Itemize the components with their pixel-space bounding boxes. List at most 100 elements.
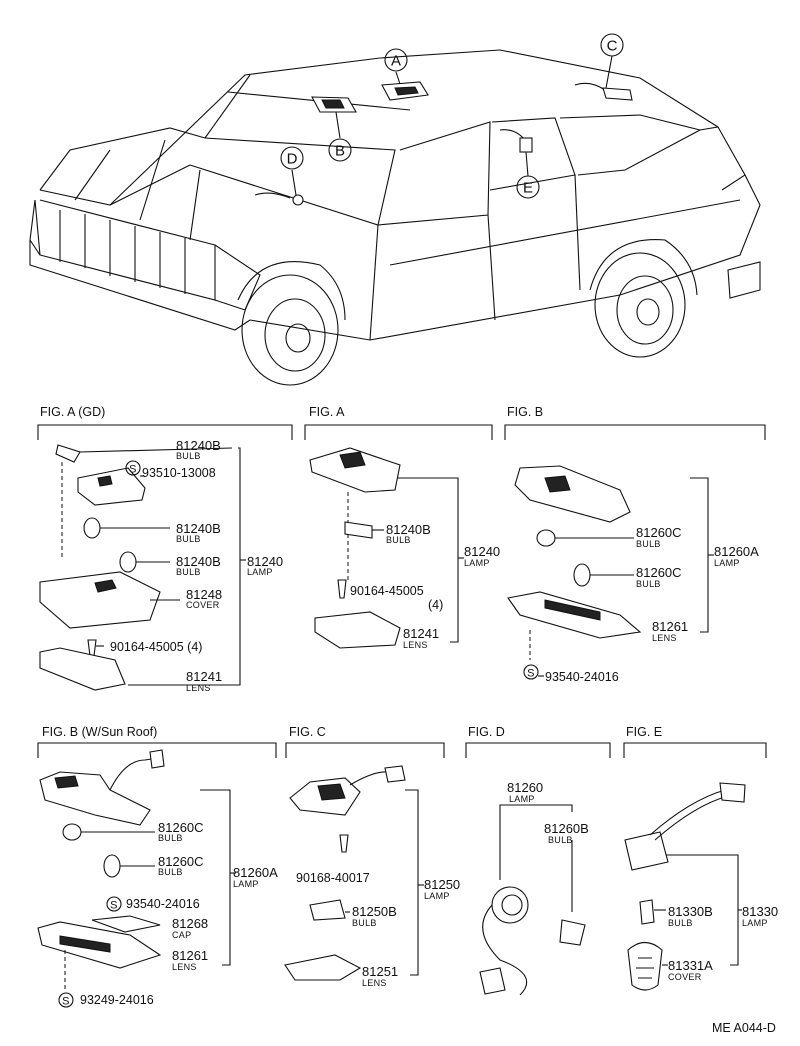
bulb-b-sr-1	[62, 823, 82, 841]
fig-e-part-1: 81330B	[668, 904, 713, 919]
svg-text:BULB: BULB	[176, 534, 201, 544]
svg-text:BULB: BULB	[158, 867, 183, 877]
callout-d: D	[280, 146, 304, 170]
svg-text:LAMP: LAMP	[742, 918, 768, 928]
fig-c-part-3: 81250B	[352, 904, 397, 919]
screw-a-gd	[87, 639, 97, 657]
fig-b-sr-part-3: 81260A	[233, 865, 278, 880]
fig-a-part-4: (4)	[428, 598, 443, 612]
svg-text:S: S	[527, 668, 535, 680]
fig-b-part-3: 81260C	[636, 565, 682, 580]
svg-text:A: A	[391, 53, 401, 70]
fig-d-title: FIG. D	[468, 725, 505, 739]
svg-text:C: C	[607, 38, 618, 55]
svg-text:E: E	[523, 180, 533, 197]
svg-text:BULB: BULB	[636, 539, 661, 549]
fig-b-part-2: 81260A	[714, 544, 759, 559]
lens-a-gd	[39, 647, 126, 691]
svg-text:LENS: LENS	[403, 640, 428, 650]
callout-a: A	[384, 48, 408, 72]
bulb-a-gd-2	[83, 517, 101, 539]
fig-a-gd-part-6: 81248	[186, 587, 222, 602]
svg-text:S: S	[62, 996, 70, 1008]
bulb-a	[344, 521, 373, 539]
svg-text:CAP: CAP	[172, 930, 191, 940]
fig-c-part-1: 90168-40017	[296, 871, 370, 885]
lens-c	[284, 954, 362, 981]
svg-text:COVER: COVER	[186, 600, 220, 610]
svg-text:LENS: LENS	[652, 633, 677, 643]
svg-text:B: B	[335, 143, 345, 160]
svg-text:LAMP: LAMP	[424, 891, 450, 901]
svg-text:BULB: BULB	[548, 835, 573, 845]
svg-text:BULB: BULB	[176, 567, 201, 577]
bulb-a-gd-3	[119, 551, 137, 573]
fig-c: FIG. C 90168-40017 81250 LAMP 81250B BUL…	[284, 725, 460, 988]
fig-b-sr-part-5: 81268	[172, 916, 208, 931]
fig-b-sr-part-2: 81260C	[158, 854, 204, 869]
svg-text:BULB: BULB	[352, 918, 377, 928]
fig-a-part-2: 81240	[464, 544, 500, 559]
socket-a-gd	[77, 467, 146, 506]
fig-a-gd-part-7: 90164-45005 (4)	[110, 640, 202, 654]
svg-text:BULB: BULB	[668, 918, 693, 928]
svg-text:COVER: COVER	[668, 972, 702, 982]
svg-text:BULB: BULB	[636, 579, 661, 589]
fig-a-gd-part-1: 81240B	[176, 438, 221, 453]
svg-text:BULB: BULB	[386, 535, 411, 545]
bulb-b-1	[536, 529, 556, 547]
bulb-e	[639, 899, 655, 925]
callout-e: E	[516, 175, 540, 199]
fig-a-title: FIG. A	[309, 405, 345, 419]
bulb-d	[559, 919, 586, 946]
fig-b-part-4: 81261	[652, 619, 688, 634]
svg-text:D: D	[287, 151, 298, 168]
svg-text:BULB: BULB	[176, 451, 201, 461]
fig-b-part-5: 93540-24016	[545, 670, 619, 684]
fig-a-gd-part-2: 93510-13008	[142, 466, 216, 480]
fig-b-sr-part-4: 93540-24016	[126, 897, 200, 911]
car-lamp-b	[311, 96, 357, 113]
callout-b: B	[328, 138, 352, 162]
bulb-c	[309, 899, 346, 921]
fig-a-gd-title: FIG. A (GD)	[40, 405, 105, 419]
fig-a-gd-part-8: 81241	[186, 669, 222, 684]
fig-b-sr-part-1: 81260C	[158, 820, 204, 835]
svg-text:LENS: LENS	[362, 978, 387, 988]
cover-a-gd	[39, 571, 161, 629]
lens-a	[314, 611, 401, 649]
bulb-b-2	[573, 563, 591, 587]
lamp-housing-b	[514, 465, 631, 523]
fig-b-sr-part-6: 81261	[172, 948, 208, 963]
socket-e	[624, 831, 669, 871]
screw-a	[337, 579, 347, 599]
cap-b-sr	[91, 915, 161, 933]
car-lamp-e	[499, 129, 533, 153]
car-illustration	[29, 49, 761, 386]
fig-c-title: FIG. C	[289, 725, 326, 739]
fig-a-gd-part-5: 81240	[247, 554, 283, 569]
fig-a-gd-part-4: 81240B	[176, 554, 221, 569]
lamp-housing-a	[309, 447, 401, 493]
fig-a-gd: FIG. A (GD) S 81240B BULB 93510-13008 81…	[37, 405, 293, 693]
svg-text:BULB: BULB	[158, 833, 183, 843]
svg-text:LAMP: LAMP	[509, 794, 535, 804]
fig-b-sunroof-title: FIG. B (W/Sun Roof)	[42, 725, 157, 739]
svg-text:S: S	[110, 900, 118, 912]
fig-e-title: FIG. E	[626, 725, 662, 739]
screw-c	[339, 834, 349, 853]
lens-b	[507, 591, 642, 639]
fig-a: FIG. A 81240B BULB 81240 LAMP 90164-4500…	[304, 405, 500, 650]
car-lamp-d	[254, 192, 304, 206]
car-lamp-a	[381, 81, 429, 101]
svg-text:LAMP: LAMP	[714, 558, 740, 568]
fig-c-part-2: 81250	[424, 877, 460, 892]
fig-d: FIG. D 81260 LAMP 81260B BULB	[465, 725, 611, 996]
fig-a-part-5: 81241	[403, 626, 439, 641]
bulb-a-gd-1	[55, 444, 81, 463]
fig-d-part-2: 81260B	[544, 821, 589, 836]
svg-text:LAMP: LAMP	[464, 558, 490, 568]
cover-e	[627, 941, 663, 991]
fig-b-part-1: 81260C	[636, 525, 682, 540]
